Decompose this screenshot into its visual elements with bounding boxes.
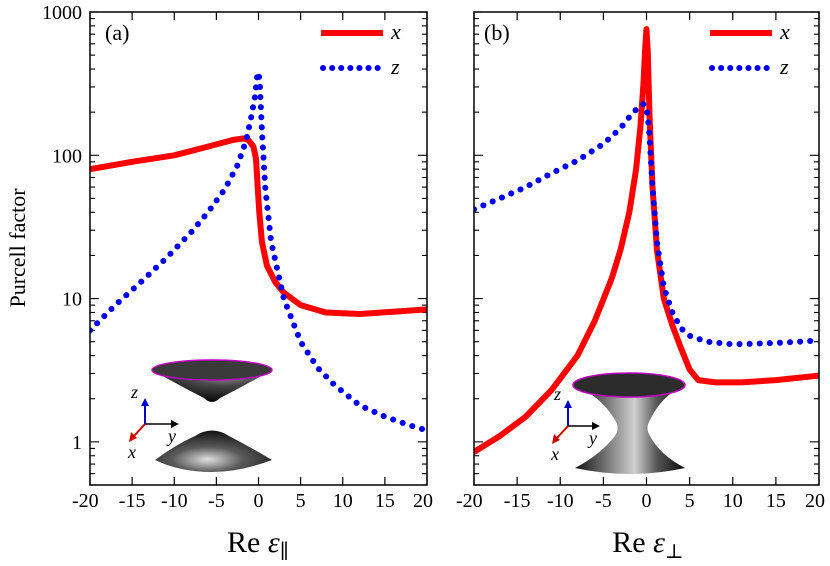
x-axis-title-b-re: Re (612, 526, 653, 559)
panel-a-frame (89, 11, 428, 486)
panel-b-ticks: -20 -15 -10 -5 0 5 10 15 20 (456, 11, 825, 512)
x-axis-title-a-re: Re (227, 526, 268, 559)
x-tick-label: 15 (375, 490, 395, 512)
x-tick-label: -15 (504, 490, 531, 512)
inset-a-z-label: z (130, 382, 138, 402)
inset-b-axes: z y x (550, 384, 600, 464)
x-axis-title-a-sub: ∥ (280, 541, 289, 563)
y-tick-label: 100 (52, 145, 82, 167)
inset-a-x-label: x (127, 442, 136, 462)
inset-a-lower-cone (155, 430, 272, 472)
inset-b-z-arrow (564, 400, 572, 408)
inset-b-top-rim (572, 372, 686, 398)
x-tick-label: 0 (642, 490, 652, 512)
panel-b-curves (474, 26, 819, 455)
inset-a-z-arrow (141, 398, 149, 406)
x-axis-title-a-eps: ε (268, 526, 280, 559)
y-axis-title: Purcell factor (5, 188, 30, 308)
inset-b-x-axis (556, 425, 569, 439)
x-tick-label: 10 (333, 490, 353, 512)
panel-b-label: (b) (484, 20, 510, 45)
inset-a-y-arrow (171, 420, 179, 428)
panel-b: -20 -15 -10 -5 0 5 10 15 20 (b) x z z y x (456, 11, 825, 512)
y-tick-label: 1000 (42, 2, 82, 24)
panel-a-curves (90, 69, 427, 434)
panel-a-ticks: -20 -15 -10 -5 0 5 10 15 20 1 10 100 1000 (42, 2, 433, 512)
x-tick-label: 0 (254, 490, 264, 512)
legend-a-x-label: x (390, 19, 401, 44)
inset-b-y-label: y (587, 428, 597, 448)
inset-b-x-label: x (550, 444, 559, 464)
y-tick-label: 1 (72, 432, 82, 454)
legend-b-z-label: z (779, 54, 789, 79)
panel-a-inset-hyperboloid: z y x (127, 359, 273, 472)
panel-b-legend: x z (709, 19, 790, 79)
x-tick-label: 5 (685, 490, 695, 512)
inset-b-x-arrow (552, 434, 560, 444)
x-tick-label: -10 (547, 490, 574, 512)
y-tick-label: 10 (62, 289, 82, 311)
x-tick-label: -10 (161, 490, 188, 512)
inset-a-x-arrow (129, 432, 137, 442)
legend-a-z-label: z (390, 54, 400, 79)
inset-b-y-arrow (592, 422, 600, 430)
series-x-curve (474, 26, 819, 455)
inset-a-axes: z y x (127, 382, 179, 462)
x-tick-label: -5 (208, 490, 225, 512)
x-tick-label: 10 (723, 490, 743, 512)
x-axis-title-b-sub: ⊥ (665, 541, 684, 563)
x-tick-label: -20 (456, 490, 483, 512)
inset-a-y-label: y (166, 426, 176, 446)
inset-a-x-axis (133, 423, 146, 437)
series-z-curve (474, 101, 819, 348)
x-axis-title-b: Re ε⊥ (612, 526, 683, 563)
x-tick-label: -5 (595, 490, 612, 512)
series-x-curve (90, 135, 427, 317)
x-tick-label: 20 (805, 490, 825, 512)
x-tick-label: -20 (72, 490, 99, 512)
x-axis-title-a: Re ε∥ (227, 526, 289, 563)
x-tick-label: 5 (296, 490, 306, 512)
x-tick-label: 20 (413, 490, 433, 512)
panel-a: -20 -15 -10 -5 0 5 10 15 20 1 10 100 1000 (a) x z z (42, 2, 433, 512)
inset-a-upper-rim (151, 359, 273, 381)
inset-b-z-label: z (553, 384, 561, 404)
inset-b-hyperboloid-surface (573, 385, 685, 474)
series-z-curve (90, 69, 427, 434)
panel-a-legend: x z (320, 19, 401, 79)
panel-a-label: (a) (105, 20, 129, 45)
x-tick-label: -15 (119, 490, 146, 512)
legend-b-x-label: x (779, 19, 790, 44)
x-axis-title-b-eps: ε (653, 526, 665, 559)
panel-b-frame (473, 11, 820, 486)
x-tick-label: 15 (766, 490, 786, 512)
panel-b-inset-hyperboloid: z y x (550, 372, 686, 474)
